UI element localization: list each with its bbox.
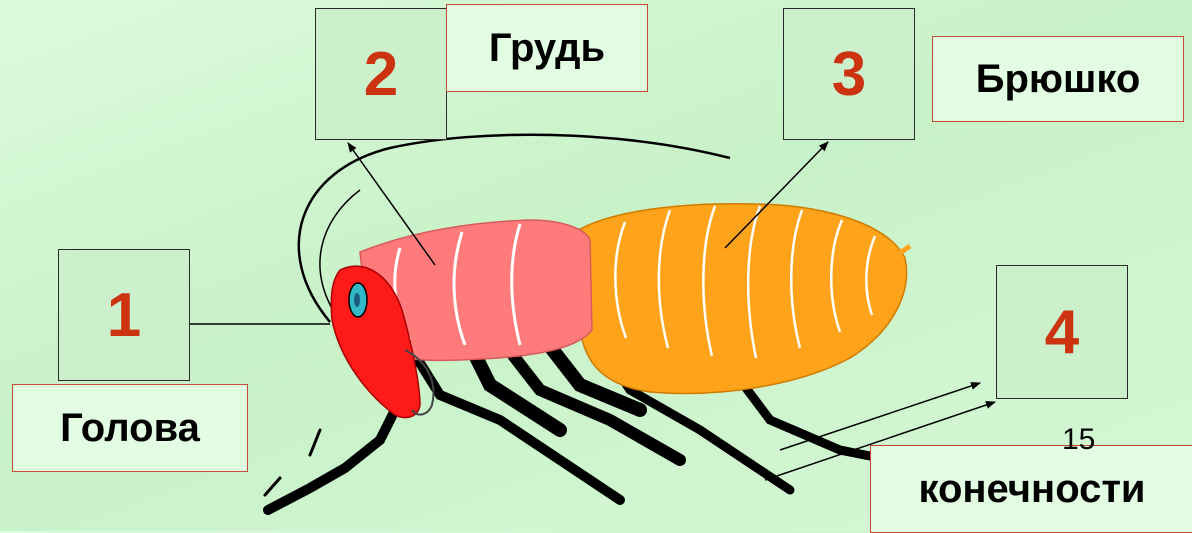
part-number-abdomen: 3 (783, 8, 915, 140)
page-number: 15 (1062, 423, 1095, 457)
part-label-abdomen: Брюшко (932, 36, 1184, 122)
part-number-thorax: 2 (315, 8, 447, 140)
part-number-limbs: 4 (996, 265, 1128, 399)
part-label-limbs: конечности (870, 445, 1192, 533)
part-number-head: 1 (58, 249, 190, 381)
part-label-thorax: Грудь (446, 4, 648, 92)
part-label-head: Голова (12, 384, 248, 472)
